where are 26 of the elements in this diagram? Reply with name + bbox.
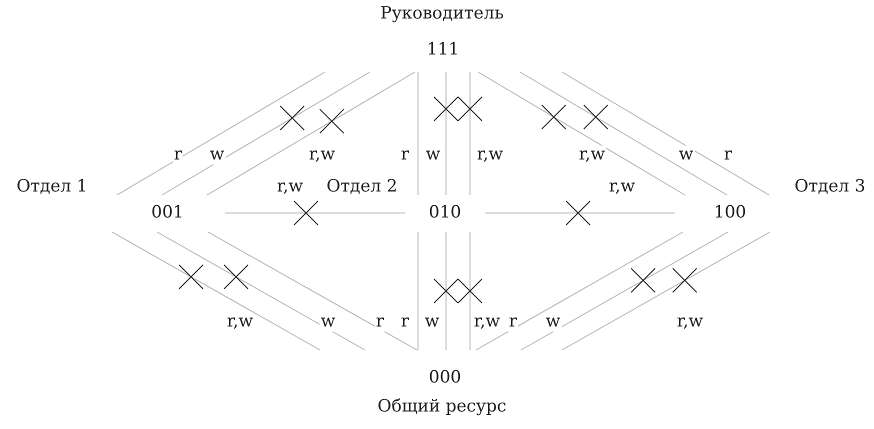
access-line (156, 232, 366, 350)
subject-name: Общий ресурс (378, 398, 506, 416)
subject-name: Руководитель (380, 4, 504, 24)
edge-label: r,w (578, 146, 606, 164)
access-line (484, 212, 676, 214)
access-line (206, 72, 416, 196)
subject-name: Отдел 3 (794, 178, 866, 196)
access-line (520, 232, 728, 350)
access-line (562, 72, 770, 196)
access-line (520, 72, 728, 196)
level-code: 111 (426, 40, 460, 60)
access-line (562, 232, 770, 350)
access-line (116, 72, 326, 196)
access-line (112, 232, 320, 350)
level-code: 001 (151, 204, 184, 222)
subject-name: Отдел 2 (326, 178, 398, 196)
access-line (208, 232, 418, 350)
level-code: 000 (428, 368, 462, 388)
level-code: 010 (428, 204, 462, 222)
access-line (476, 232, 684, 350)
subject-name: Отдел 1 (16, 178, 88, 196)
access-line (162, 72, 370, 196)
level-code: 100 (714, 204, 746, 222)
access-line (224, 212, 406, 214)
edge-label: r,w (226, 312, 254, 332)
access-line (478, 72, 686, 196)
